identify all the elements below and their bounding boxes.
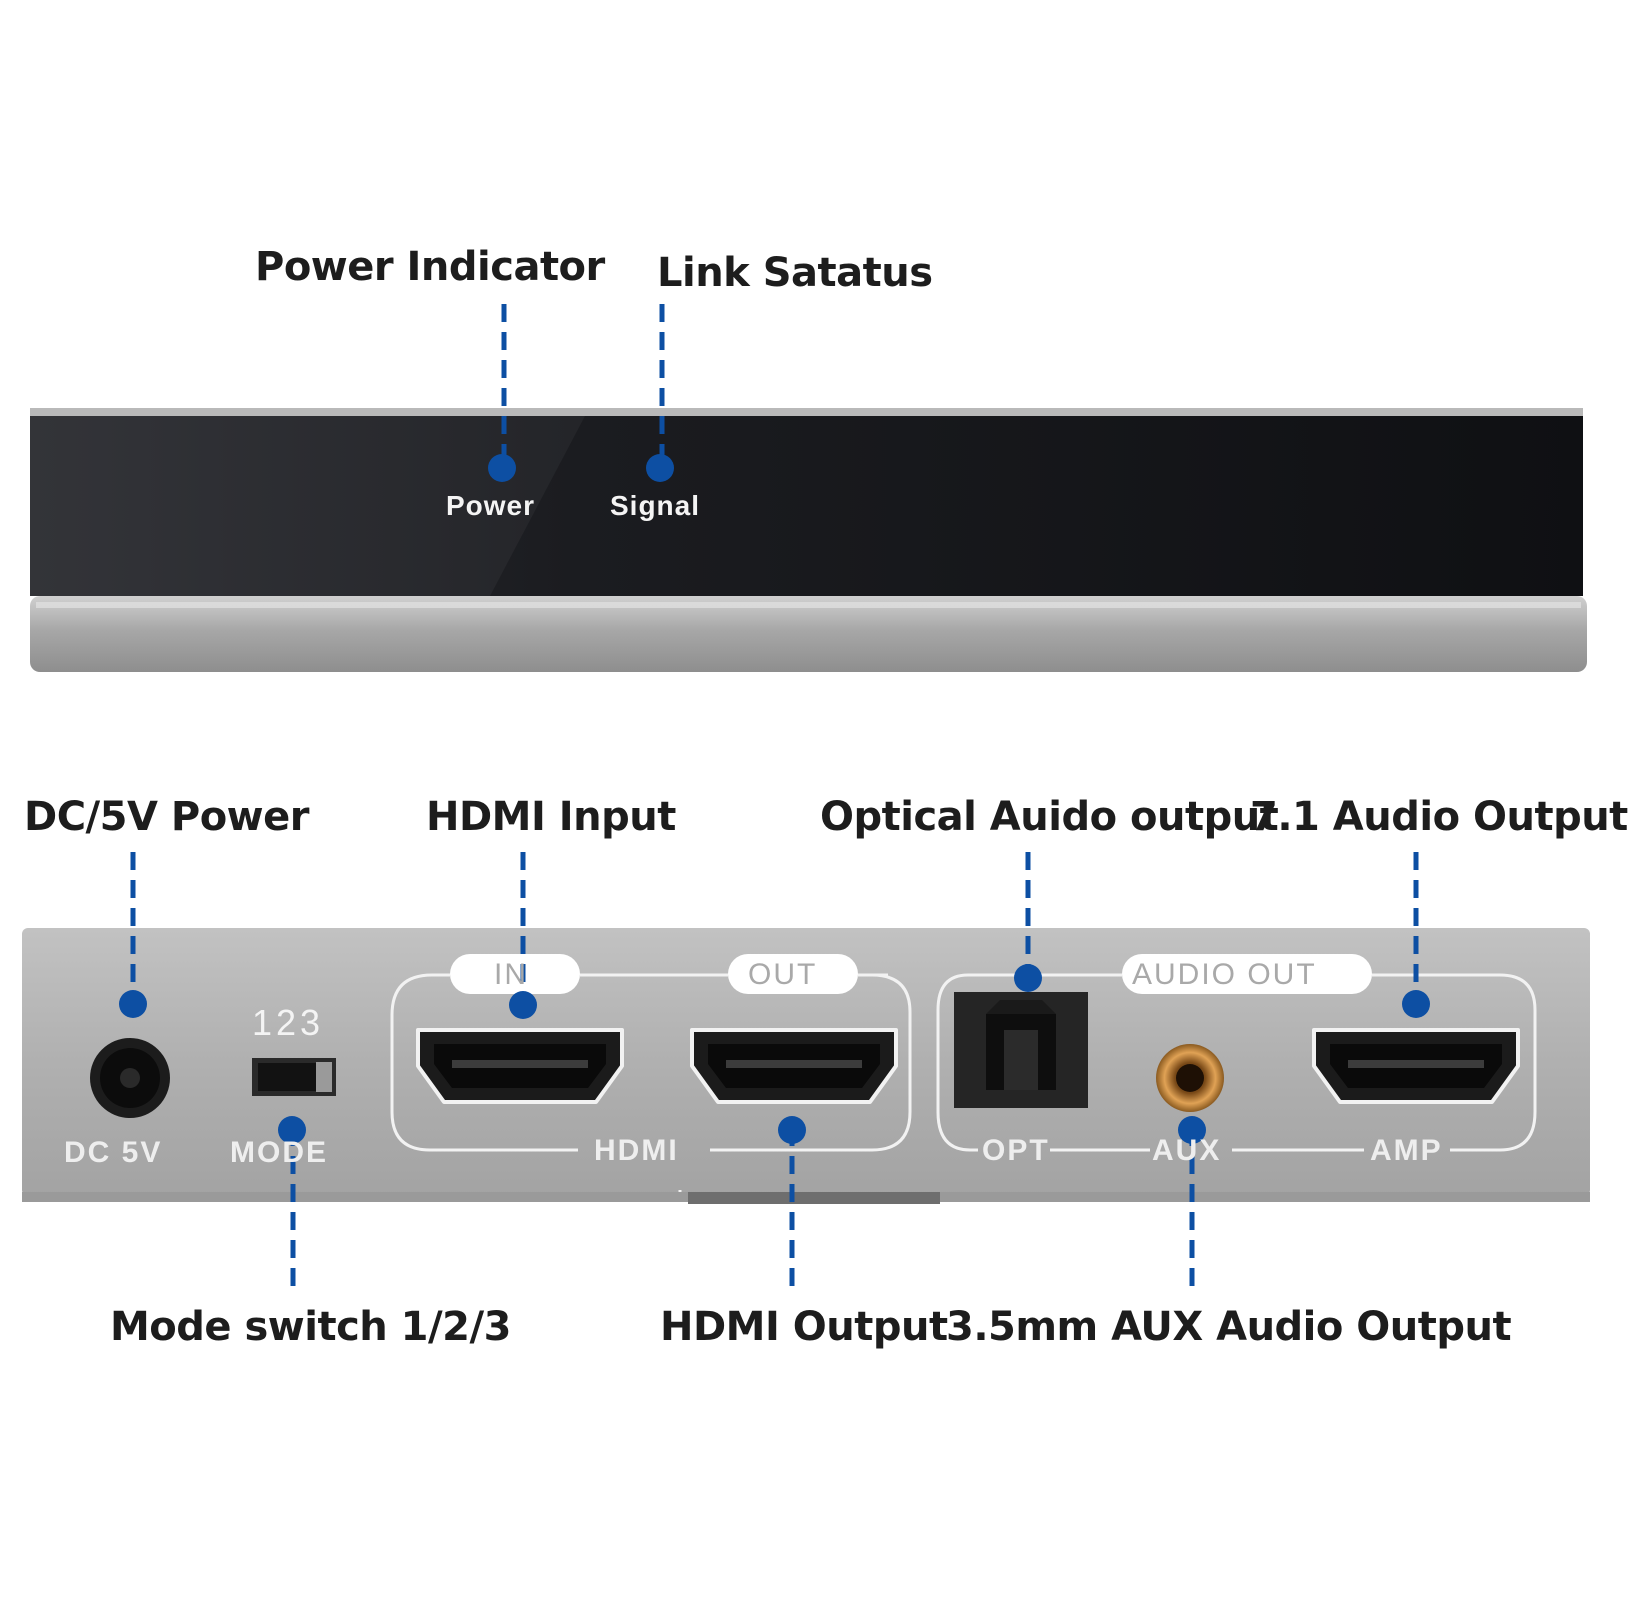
- front-top-edge: [30, 408, 1583, 418]
- marker-aux: [1178, 1116, 1206, 1144]
- out-pill: [728, 954, 858, 994]
- hdmi-label: HDMI: [594, 1134, 679, 1167]
- in-label: IN: [494, 958, 528, 991]
- out-label: OUT: [748, 958, 818, 991]
- callout-power-indicator: Power Indicator: [255, 244, 605, 290]
- callout-link-status: Link Satatus: [657, 250, 933, 296]
- optical-port: [954, 992, 1088, 1108]
- callout-mode-switch: Mode switch 1/2/3: [110, 1304, 511, 1350]
- front-signal-label: Signal: [610, 490, 701, 521]
- back-foot: [688, 1192, 940, 1204]
- in-pill: [450, 954, 580, 994]
- callout-dc-power: DC/5V Power: [24, 794, 310, 840]
- audio-out-pill: [1122, 954, 1372, 994]
- marker-hdmi-out: [778, 1116, 806, 1144]
- front-base-highlight: [36, 602, 1581, 608]
- hdmi-group-frame: [390, 973, 912, 1192]
- marker-signal: [646, 454, 674, 482]
- aux-jack: [1156, 1044, 1224, 1112]
- marker-mode: [278, 1116, 306, 1144]
- front-face: [30, 416, 1583, 596]
- marker-power: [488, 454, 516, 482]
- callout-hdmi-input: HDMI Input: [426, 794, 676, 840]
- callout-hdmi-output: HDMI Output: [660, 1304, 948, 1350]
- mode-switch: [252, 1058, 336, 1096]
- marker-optical: [1014, 964, 1042, 992]
- callout-optical-output: Optical Auido output: [820, 794, 1279, 840]
- mode-numbers-label: 123: [252, 1002, 325, 1043]
- opt-label: OPT: [982, 1134, 1050, 1167]
- hdmi-port-in: [416, 1028, 624, 1104]
- dc-5v-label: DC 5V: [64, 1136, 163, 1169]
- marker-dc: [119, 990, 147, 1018]
- marker-hdmi-in: [509, 991, 537, 1019]
- callout-71-audio-output: 7.1 Audio Output: [1250, 794, 1628, 840]
- leader-lines: [130, 304, 1419, 1292]
- callout-aux-output: 3.5mm AUX Audio Output: [946, 1304, 1512, 1350]
- audio-out-label: AUDIO OUT: [1132, 958, 1317, 991]
- audio-group-frame: [936, 973, 1537, 1152]
- mode-label: MODE: [230, 1136, 328, 1169]
- dc-jack: [90, 1038, 170, 1118]
- hdmi-port-out: [690, 1028, 898, 1104]
- amp-label: AMP: [1370, 1134, 1443, 1167]
- front-power-label: Power: [446, 490, 536, 521]
- front-reflection: [30, 416, 585, 596]
- front-base: [30, 596, 1587, 672]
- marker-amp: [1402, 990, 1430, 1018]
- front-panel: [30, 408, 1587, 672]
- markers: [119, 454, 1430, 1144]
- hdmi-port-amp: [1312, 1028, 1520, 1104]
- aux-label: AUX: [1152, 1134, 1222, 1167]
